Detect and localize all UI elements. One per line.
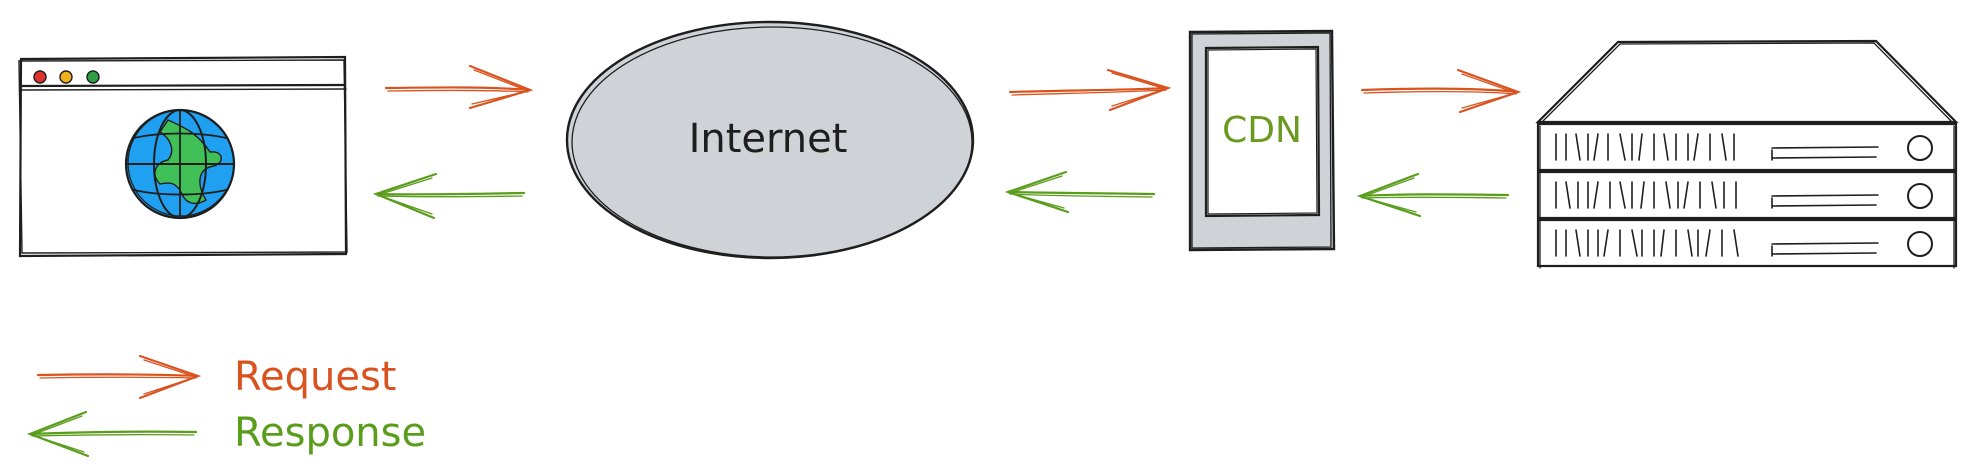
response-arrow-cdn-to-internet — [1004, 170, 1156, 214]
cdn-node: CDN — [1188, 29, 1336, 252]
request-arrow-cdn-to-server — [1360, 68, 1522, 114]
response-arrow-server-to-cdn — [1356, 172, 1510, 218]
internet-ellipse — [565, 20, 975, 260]
server-unit-1 — [1536, 122, 1958, 172]
internet-label: Internet — [689, 116, 848, 162]
server-unit-3 — [1536, 218, 1958, 268]
server-top — [1535, 39, 1959, 124]
window-maximize-dot — [86, 70, 100, 84]
globe-icon — [124, 108, 236, 220]
legend: Request Response — [26, 354, 426, 458]
server-rack-icon — [1535, 39, 1959, 269]
internet-node: Internet — [565, 20, 975, 260]
cdn-label: CDN — [1222, 110, 1302, 151]
legend-request-arrow — [36, 354, 202, 400]
legend-request-label: Request — [234, 354, 396, 400]
legend-response-arrow — [26, 410, 198, 458]
window-minimize-dot — [59, 70, 73, 84]
window-close-dot — [33, 70, 47, 84]
legend-response-label: Response — [234, 410, 426, 456]
browser-window — [18, 55, 348, 258]
request-arrow-internet-to-cdn — [1008, 68, 1172, 112]
request-arrow-browser-to-internet — [384, 64, 534, 110]
cdn-screen — [1204, 45, 1321, 218]
server-unit-2 — [1536, 170, 1958, 220]
response-arrow-internet-to-browser — [372, 172, 526, 220]
